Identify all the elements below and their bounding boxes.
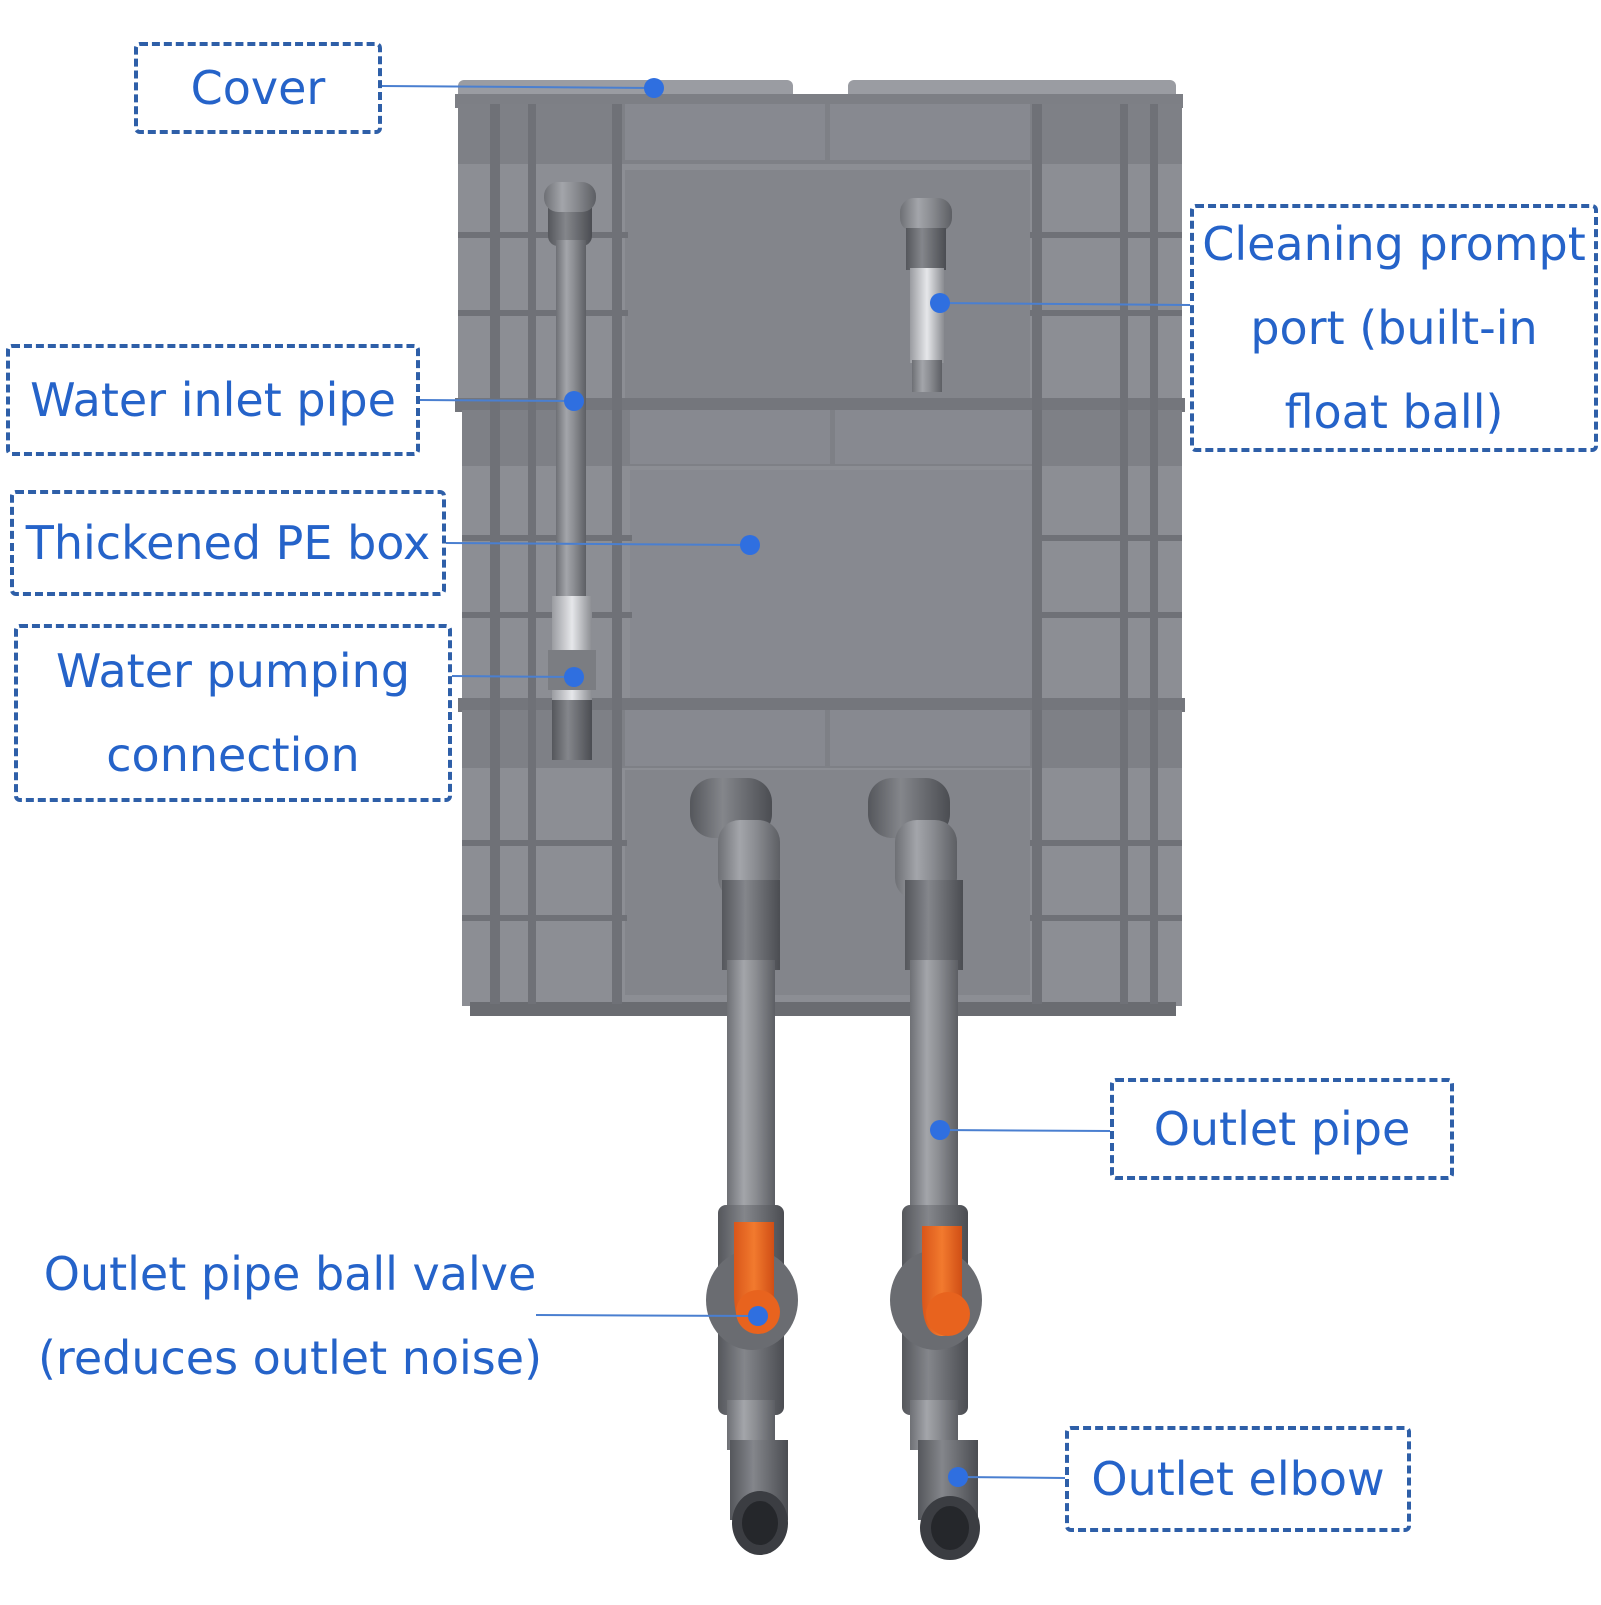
- cleaning-prompt-port-art: [900, 198, 952, 392]
- label-water-inlet-pipe: Water inlet pipe: [6, 344, 420, 456]
- label-water-inlet-pipe-line-1: Water inlet pipe: [30, 373, 396, 427]
- dot-outlet-pipe-ball-valve: [748, 1306, 768, 1326]
- label-thickened-pe-box: Thickened PE box: [10, 490, 446, 596]
- leader-thickened-pe-box: [445, 542, 751, 546]
- label-cleaning-prompt-port: Cleaning prompt port (built-in float bal…: [1190, 204, 1598, 452]
- leader-cover: [381, 85, 655, 89]
- dot-cleaning-prompt-port: [930, 293, 950, 313]
- label-cleaning-prompt-port-line-3: float ball): [1284, 385, 1504, 439]
- label-outlet-elbow: Outlet elbow: [1065, 1426, 1411, 1532]
- label-outlet-pipe: Outlet pipe: [1110, 1078, 1454, 1180]
- outlet-pipes-art: [706, 880, 982, 1560]
- ball-valve-right: [890, 1226, 982, 1350]
- dot-water-pumping-connection: [564, 667, 584, 687]
- label-cover: Cover: [134, 42, 382, 134]
- dot-outlet-pipe: [930, 1120, 950, 1140]
- leader-water-inlet-pipe: [419, 399, 575, 402]
- dot-thickened-pe-box: [740, 535, 760, 555]
- horizontal-ribs: [458, 232, 1182, 921]
- box-bottom-edge: [470, 1002, 1176, 1016]
- leader-lines: [381, 85, 1191, 1479]
- label-outlet-pipe-ball-valve-line-1: Outlet pipe ball valve: [43, 1247, 537, 1301]
- label-cover-line-1: Cover: [190, 61, 326, 115]
- dot-outlet-elbow: [948, 1467, 968, 1487]
- side-ribs: [490, 104, 1158, 1004]
- dot-cover: [644, 78, 664, 98]
- label-water-pumping-connection-line-1: Water pumping: [55, 644, 411, 698]
- label-outlet-pipe-line-1: Outlet pipe: [1153, 1102, 1411, 1156]
- label-outlet-pipe-ball-valve-line-2: (reduces outlet noise): [37, 1331, 543, 1385]
- leader-outlet-elbow: [957, 1476, 1066, 1479]
- water-inlet-pipe-art: [544, 182, 596, 760]
- dot-water-inlet-pipe: [564, 391, 584, 411]
- label-water-pumping-connection-line-2: connection: [106, 728, 360, 782]
- label-outlet-pipe-ball-valve: Outlet pipe ball valve (reduces outlet n…: [20, 1232, 560, 1400]
- label-cleaning-prompt-port-line-1: Cleaning prompt: [1202, 217, 1586, 271]
- crate-rim-2: [458, 698, 1185, 712]
- label-outlet-elbow-line-1: Outlet elbow: [1091, 1452, 1385, 1506]
- leader-outlet-pipe-ball-valve: [535, 1314, 759, 1317]
- leader-cleaning-prompt-port: [939, 302, 1191, 306]
- crate-rim-1: [455, 398, 1185, 412]
- ball-valve-left: [706, 1222, 798, 1350]
- label-thickened-pe-box-line-1: Thickened PE box: [25, 516, 431, 570]
- leader-outlet-pipe: [939, 1129, 1111, 1132]
- marker-dots: [564, 78, 968, 1487]
- label-cleaning-prompt-port-line-2: port (built-in: [1250, 301, 1538, 355]
- label-water-pumping-connection: Water pumping connection: [14, 624, 452, 802]
- leader-water-pumping-connection: [451, 675, 575, 678]
- filter-box: [455, 80, 1185, 1016]
